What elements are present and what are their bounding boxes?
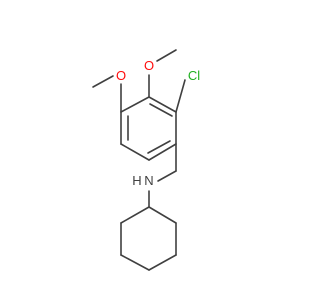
bond-ch2-n xyxy=(157,170,177,182)
bond-c2-cl xyxy=(175,79,186,113)
chlorine-label: Cl xyxy=(188,68,200,83)
bond-o-upper-ch3 xyxy=(156,49,177,62)
ring-bond-c4-c5 xyxy=(120,143,150,161)
benzene-ring xyxy=(120,96,177,161)
nitrogen-hydrogen-label: H xyxy=(132,173,141,188)
ring-bond-c3-c4 xyxy=(148,143,177,161)
ring-bond-c6-c1 xyxy=(120,96,150,113)
oxygen-left-label: O xyxy=(116,68,126,83)
bond-o-left-ch3 xyxy=(92,75,114,88)
cyclo-bond-6 xyxy=(120,206,150,224)
cyclo-bond-1 xyxy=(148,206,177,224)
nitrogen-label: N xyxy=(144,173,153,188)
molecule-structure: O O Cl N H xyxy=(92,49,200,271)
cyclo-bond-4 xyxy=(120,254,150,271)
cyclohexane-ring xyxy=(120,206,177,271)
methoxy-left: O xyxy=(92,68,126,113)
ring-bond-c1-c2-inner xyxy=(149,103,173,117)
chloro-substituent: Cl xyxy=(175,68,200,113)
ring-bond-c3-c4-inner xyxy=(147,140,171,154)
ring-bond-c1-c2 xyxy=(148,96,177,113)
cyclo-bond-3 xyxy=(148,254,177,271)
methoxy-upper: O xyxy=(144,49,177,98)
benzylamine-linker: N H xyxy=(132,143,177,208)
oxygen-upper-label: O xyxy=(144,58,154,73)
